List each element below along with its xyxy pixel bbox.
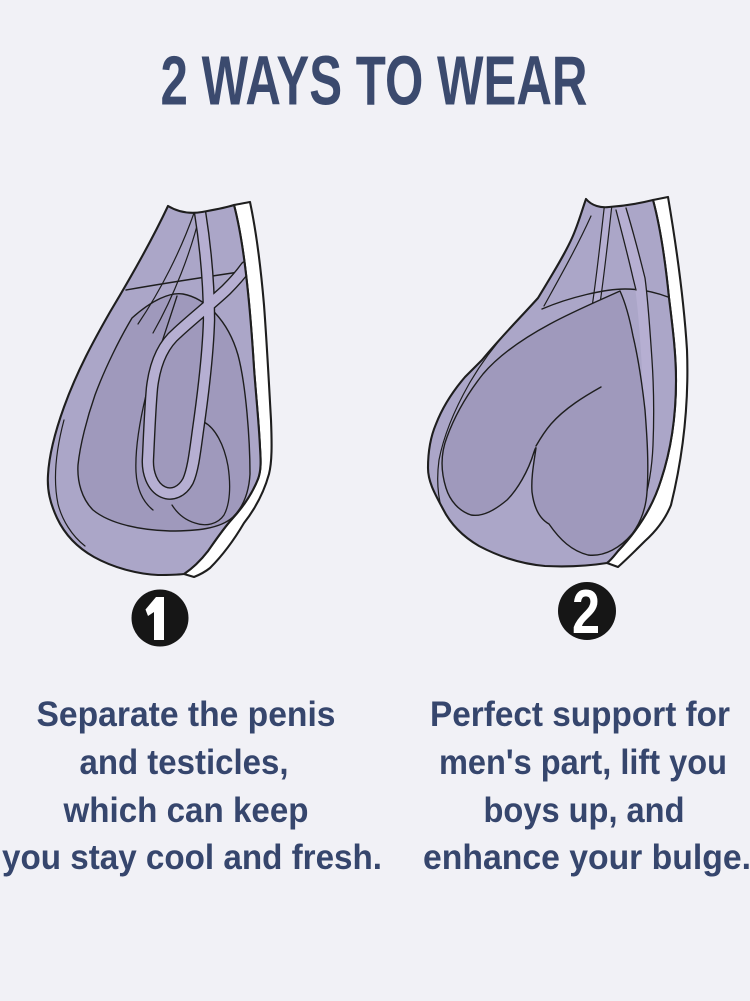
svg-text:Perfect support for: Perfect support for [430,694,730,734]
svg-text:2: 2 [572,578,600,647]
svg-text:enhance your bulge.: enhance your bulge. [423,837,750,877]
svg-text:and testicles,: and testicles, [80,742,289,782]
svg-text:which can keep: which can keep [63,790,309,830]
svg-text:boys up, and: boys up, and [484,790,685,830]
svg-text:men's part, lift you: men's part, lift you [439,742,727,782]
svg-text:you stay cool and fresh.: you stay cool and fresh. [2,837,382,877]
svg-text:Separate the penis: Separate the penis [37,694,336,734]
svg-text:2 WAYS TO WEAR: 2 WAYS TO WEAR [161,42,588,120]
